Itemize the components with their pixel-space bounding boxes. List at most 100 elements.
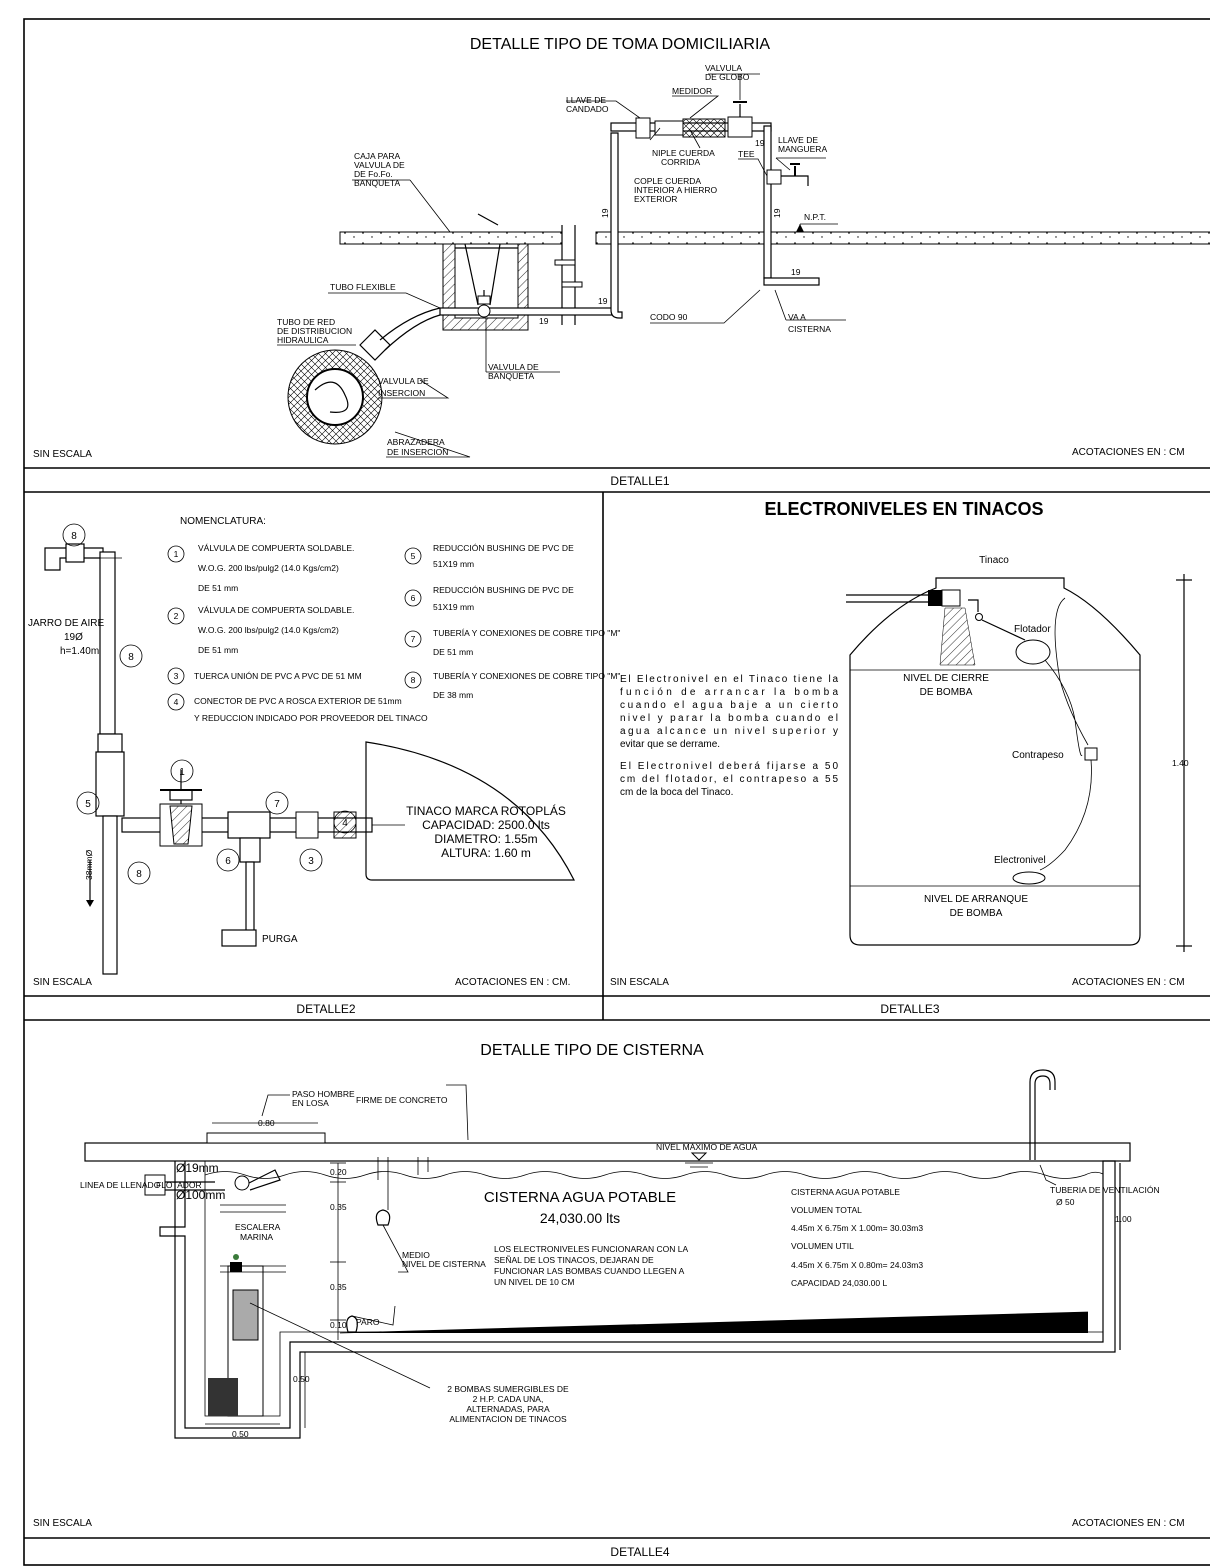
label-tubo-red: TUBO DE RED — [277, 317, 335, 327]
label-dim-38: 38mmØ — [84, 849, 94, 880]
svg-text:CISTERNA: CISTERNA — [788, 324, 831, 334]
label-va-cisterna: VA A — [788, 312, 806, 322]
svg-text:TUBERÍA Y CONEXIONES DE COBRE: TUBERÍA Y CONEXIONES DE COBRE TIPO "M" — [433, 628, 620, 638]
distribution-main — [287, 307, 441, 445]
nomenclature-list: 1 VÁLVULA DE COMPUERTA SOLDABLE. W.O.G. … — [167, 543, 620, 723]
detalle-3-units: ACOTACIONES EN : CM — [1072, 977, 1185, 988]
dim-100m: 1.00 — [1115, 1214, 1132, 1224]
label-caja: CAJA PARA — [354, 151, 400, 161]
label-valvula-globo: VALVULA — [705, 63, 742, 73]
label-codo: CODO 90 — [650, 312, 688, 322]
svg-text:DE 51 mm: DE 51 mm — [198, 645, 238, 655]
svg-text:W.O.G. 200 lbs/pulg2 (14.0 Kgs: W.O.G. 200 lbs/pulg2 (14.0 Kgs/cm2) — [198, 563, 339, 573]
svg-text:INTERIOR A HIERRO: INTERIOR A HIERRO — [634, 185, 718, 195]
cistern-info-2: VOLUMEN TOTAL — [791, 1205, 862, 1215]
svg-text:MANGUERA: MANGUERA — [778, 144, 827, 154]
svg-text:CORRIDA: CORRIDA — [661, 157, 701, 167]
svg-text:8: 8 — [136, 869, 142, 880]
svg-text:BANQUETA: BANQUETA — [488, 371, 534, 381]
detalle-3-panel: ELECTRONIVELES EN TINACOS DETALLE3 SIN E… — [610, 499, 1192, 1016]
label-ventilacion: TUBERIA DE VENTILACIÓN — [1050, 1185, 1160, 1195]
svg-text:VÁLVULA DE COMPUERTA SOLDABLE.: VÁLVULA DE COMPUERTA SOLDABLE. — [198, 605, 354, 615]
detalle-4-scale: SIN ESCALA — [33, 1518, 92, 1529]
dim-19-d: 19 — [791, 267, 801, 277]
nomenclature-item-6: 6 REDUCCIÓN BUSHING DE PVC DE 51X19 mm — [404, 585, 574, 612]
label-firme: FIRME DE CONCRETO — [356, 1095, 448, 1105]
svg-text:DE 51 mm: DE 51 mm — [198, 583, 238, 593]
label-llave-candado: LLAVE DE — [566, 95, 606, 105]
dim-19-b: 19 — [598, 296, 608, 306]
detalle-3-labels: Tinaco Flotador NIVEL DE CIERRE DE BOMBA… — [903, 555, 1189, 919]
svg-text:EN LOSA: EN LOSA — [292, 1098, 329, 1108]
dim-080: 0.80 — [258, 1118, 275, 1128]
label-tinaco: Tinaco — [979, 555, 1009, 566]
svg-text:8: 8 — [128, 652, 134, 663]
svg-text:cm de la boca del Tinaco.: cm de la boca del Tinaco. — [620, 787, 733, 798]
detalle-1-labels: VALVULA DE GLOBO MEDIDOR LLAVE DE CANDAD… — [277, 63, 831, 457]
nomenclature-item-5: 5 REDUCCIÓN BUSHING DE PVC DE 51X19 mm — [404, 543, 574, 569]
tank-spec-2: CAPACIDAD: 2500.0 lts — [422, 818, 550, 832]
label-bombas-4: ALIMENTACION DE TINACOS — [449, 1414, 567, 1424]
label-medidor: MEDIDOR — [672, 86, 712, 96]
label-jarro-aire: JARRO DE AIRE — [28, 618, 104, 629]
svg-text:1: 1 — [174, 549, 179, 559]
svg-text:DE INSERCION: DE INSERCION — [387, 447, 448, 457]
detalle-4-labels: PASO HOMBRE EN LOSA FIRME DE CONCRETO 0.… — [80, 1089, 1160, 1439]
detalle-1-scale: SIN ESCALA — [33, 449, 92, 460]
label-nivel-arranque: NIVEL DE ARRANQUE — [924, 894, 1028, 905]
svg-text:REDUCCIÓN BUSHING DE PVC DE: REDUCCIÓN BUSHING DE PVC DE — [433, 543, 574, 553]
electronivel-description: El Electronivel en el Tinaco tiene la fu… — [620, 674, 838, 798]
svg-text:1: 1 — [179, 767, 185, 778]
svg-text:Y REDUCCION INDICADO POR PROVE: Y REDUCCION INDICADO POR PROVEEDOR DEL T… — [194, 713, 428, 723]
detalle-2-units: ACOTACIONES EN : CM. — [455, 977, 570, 988]
svg-text:DE GLOBO: DE GLOBO — [705, 72, 750, 82]
svg-text:5: 5 — [85, 799, 91, 810]
svg-text:19Ø: 19Ø — [64, 632, 83, 643]
cistern-info-6: CAPACIDAD 24,030.00 L — [791, 1278, 887, 1288]
nomenclature-item-1: 1 VÁLVULA DE COMPUERTA SOLDABLE. W.O.G. … — [167, 543, 354, 593]
svg-text:3: 3 — [174, 671, 179, 681]
tank-spec-3: DIAMETRO: 1.55m — [434, 832, 537, 846]
tinaco-vessel — [846, 574, 1192, 952]
svg-text:51X19 mm: 51X19 mm — [433, 602, 474, 612]
svg-text:HIDRAULICA: HIDRAULICA — [277, 335, 329, 345]
detalle-2-panel: DETALLE2 SIN ESCALA ACOTACIONES EN : CM.… — [28, 516, 620, 1016]
detalle-1-footer: DETALLE1 — [610, 474, 669, 488]
service-pipe — [439, 101, 820, 319]
tank-spec-1: TINACO MARCA ROTOPLÁS — [406, 803, 566, 818]
svg-text:51X19 mm: 51X19 mm — [433, 559, 474, 569]
detalle-1-leaders — [277, 73, 846, 458]
svg-text:W.O.G. 200 lbs/pulg2 (14.0 Kgs: W.O.G. 200 lbs/pulg2 (14.0 Kgs/cm2) — [198, 625, 339, 635]
svg-text:evitar que se derrame.: evitar que se derrame. — [620, 739, 720, 750]
cistern-structure — [84, 1069, 1131, 1439]
detalle-3-footer: DETALLE3 — [880, 1002, 939, 1016]
detalle-2-labels: JARRO DE AIRE 19Ø h=1.40m 38mmØ PURGA TI… — [28, 618, 566, 945]
label-valvula-banqueta: VALVULA DE — [488, 362, 539, 372]
svg-text:8: 8 — [71, 531, 77, 542]
dim-010: 0.10 — [330, 1320, 347, 1330]
label-flotador: Flotador — [1014, 624, 1051, 635]
label-paro: PARO — [356, 1317, 380, 1327]
svg-text:5: 5 — [411, 551, 416, 561]
svg-text:MARINA: MARINA — [240, 1232, 273, 1242]
label-bombas-2: 2 H.P. CADA UNA, — [473, 1394, 544, 1404]
label-tubo-flexible: TUBO FLEXIBLE — [330, 282, 396, 292]
label-nivel-cierre: NIVEL DE CIERRE — [903, 673, 989, 684]
svg-text:INSERCION: INSERCION — [378, 388, 425, 398]
cistern-note-2: SEÑAL DE LOS TINACOS, DEJARAN DE — [494, 1255, 654, 1265]
detalle-2-callouts: 8 8 1 5 7 4 6 3 8 — [62, 523, 357, 885]
dim-140: 1.40 — [1172, 758, 1189, 768]
svg-text:DE Fo.Fo.: DE Fo.Fo. — [354, 169, 393, 179]
svg-text:DE BOMBA: DE BOMBA — [920, 687, 973, 698]
label-escalera: ESCALERA — [235, 1222, 281, 1232]
cistern-info-5: 4.45m X 6.75m X 0.80m= 24.03m3 — [791, 1260, 923, 1270]
cistern-info-4: VOLUMEN UTIL — [791, 1241, 854, 1251]
label-bombas-3: ALTERNADAS, PARA — [466, 1404, 550, 1414]
svg-text:3: 3 — [308, 856, 314, 867]
label-bombas-1: 2 BOMBAS SUMERGIBLES DE — [447, 1384, 569, 1394]
svg-text:7: 7 — [274, 799, 280, 810]
label-electronivel: Electronivel — [994, 855, 1046, 866]
dim-020: 0.20 — [330, 1167, 347, 1177]
dim-035-b: 0.35 — [330, 1282, 347, 1292]
svg-text:7: 7 — [411, 634, 416, 644]
